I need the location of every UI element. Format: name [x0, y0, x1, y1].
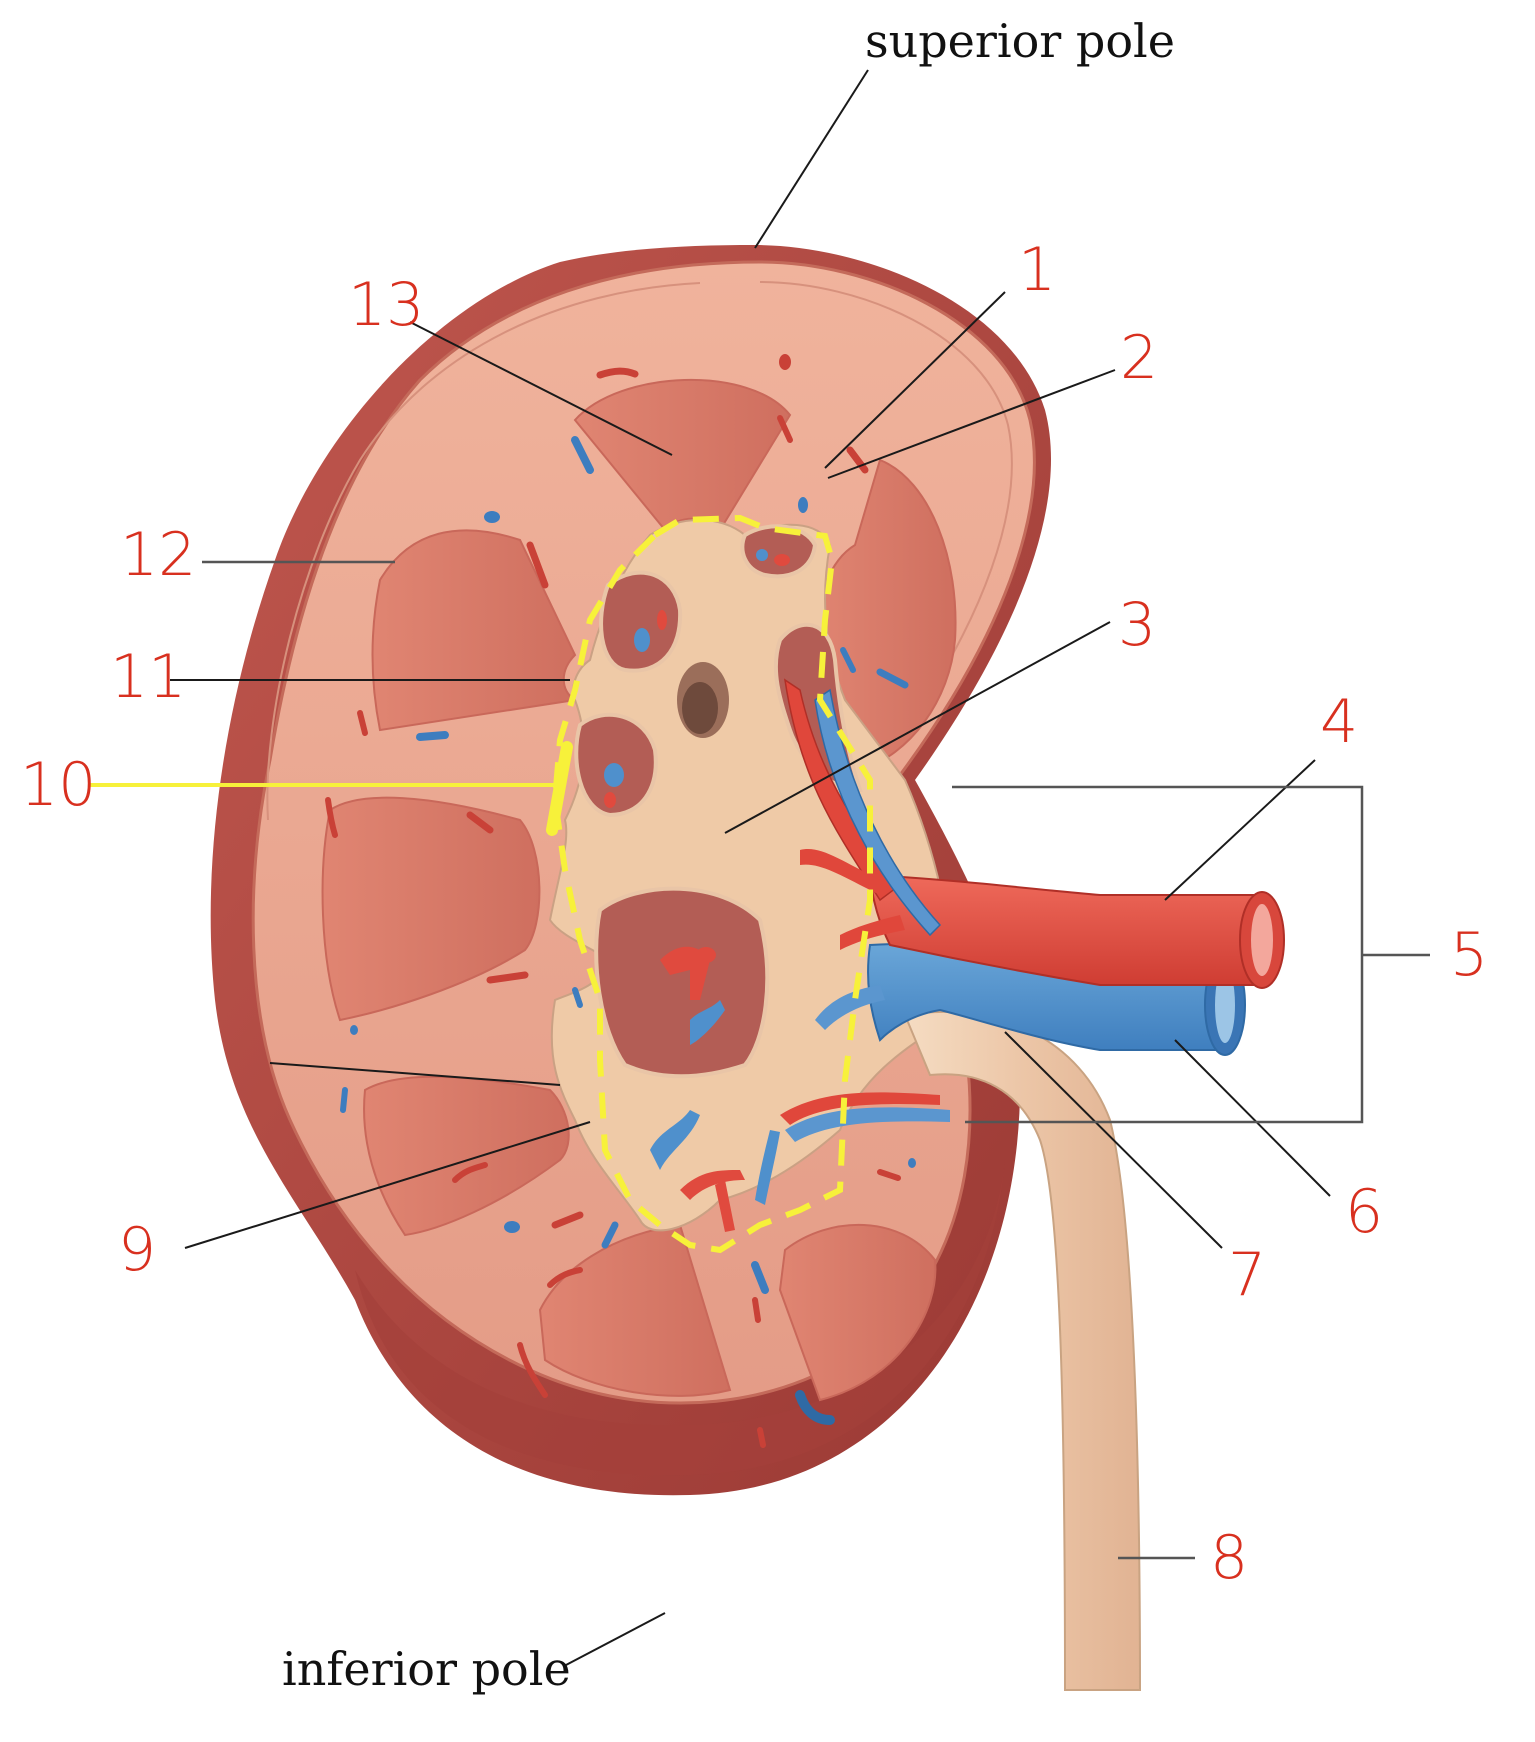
bracket-5 [952, 785, 1430, 1124]
label-4: 4 [1320, 687, 1358, 757]
superior-pole-label: superior pole [865, 14, 1175, 68]
leader-line-cortex-bottom [269, 1062, 561, 1086]
label-10: 10 [20, 750, 96, 820]
leader-superior-pole [754, 69, 869, 249]
label-8: 8 [1210, 1523, 1248, 1593]
leader-inferior-pole [565, 1612, 666, 1666]
label-9: 9 [118, 1215, 156, 1285]
label-1: 1 [1018, 235, 1056, 305]
sinus-pocket-5 [594, 886, 770, 1079]
artery-branch-lower [840, 915, 905, 950]
sinus-pocket-2 [740, 524, 818, 579]
label-6: 6 [1345, 1177, 1383, 1247]
marker-10 [546, 741, 573, 836]
ureter [903, 1010, 1142, 1691]
pyramid-top [573, 378, 792, 532]
label-12: 12 [120, 520, 196, 590]
capsule-lower-rim [355, 1160, 1005, 1476]
label-2: 2 [1120, 323, 1158, 393]
vein-branch-mid [815, 985, 885, 1030]
leader-line-13 [409, 321, 673, 456]
leader-line-9 [184, 1121, 591, 1249]
leader-line-2 [827, 369, 1116, 479]
labels: superior pole inferior pole 1 2 3 4 5 6 … [20, 14, 1488, 1696]
pyramid-bottom-right [778, 1224, 937, 1402]
pyramid-mid-left [321, 796, 541, 1022]
label-13: 13 [348, 270, 424, 340]
label-7: 7 [1228, 1240, 1266, 1310]
inferior-pole-label: inferior pole [282, 1642, 571, 1696]
label-5: 5 [1450, 920, 1488, 990]
leader-line-3 [724, 621, 1111, 834]
label-11: 11 [110, 642, 186, 712]
cortex-boundary-line [266, 281, 1013, 821]
renal-vessels [604, 549, 1285, 1232]
leader-line-1 [824, 291, 1006, 469]
cortical-vessels [325, 354, 916, 1448]
artery-branch-mid [800, 849, 880, 895]
leader-line-7 [1004, 1031, 1223, 1249]
leader-line-6 [1174, 1039, 1331, 1197]
leader-lines [170, 69, 1430, 1666]
leader-line-4 [1164, 759, 1316, 901]
sinus-pocket-1 [599, 570, 683, 673]
label-3: 3 [1118, 590, 1156, 660]
